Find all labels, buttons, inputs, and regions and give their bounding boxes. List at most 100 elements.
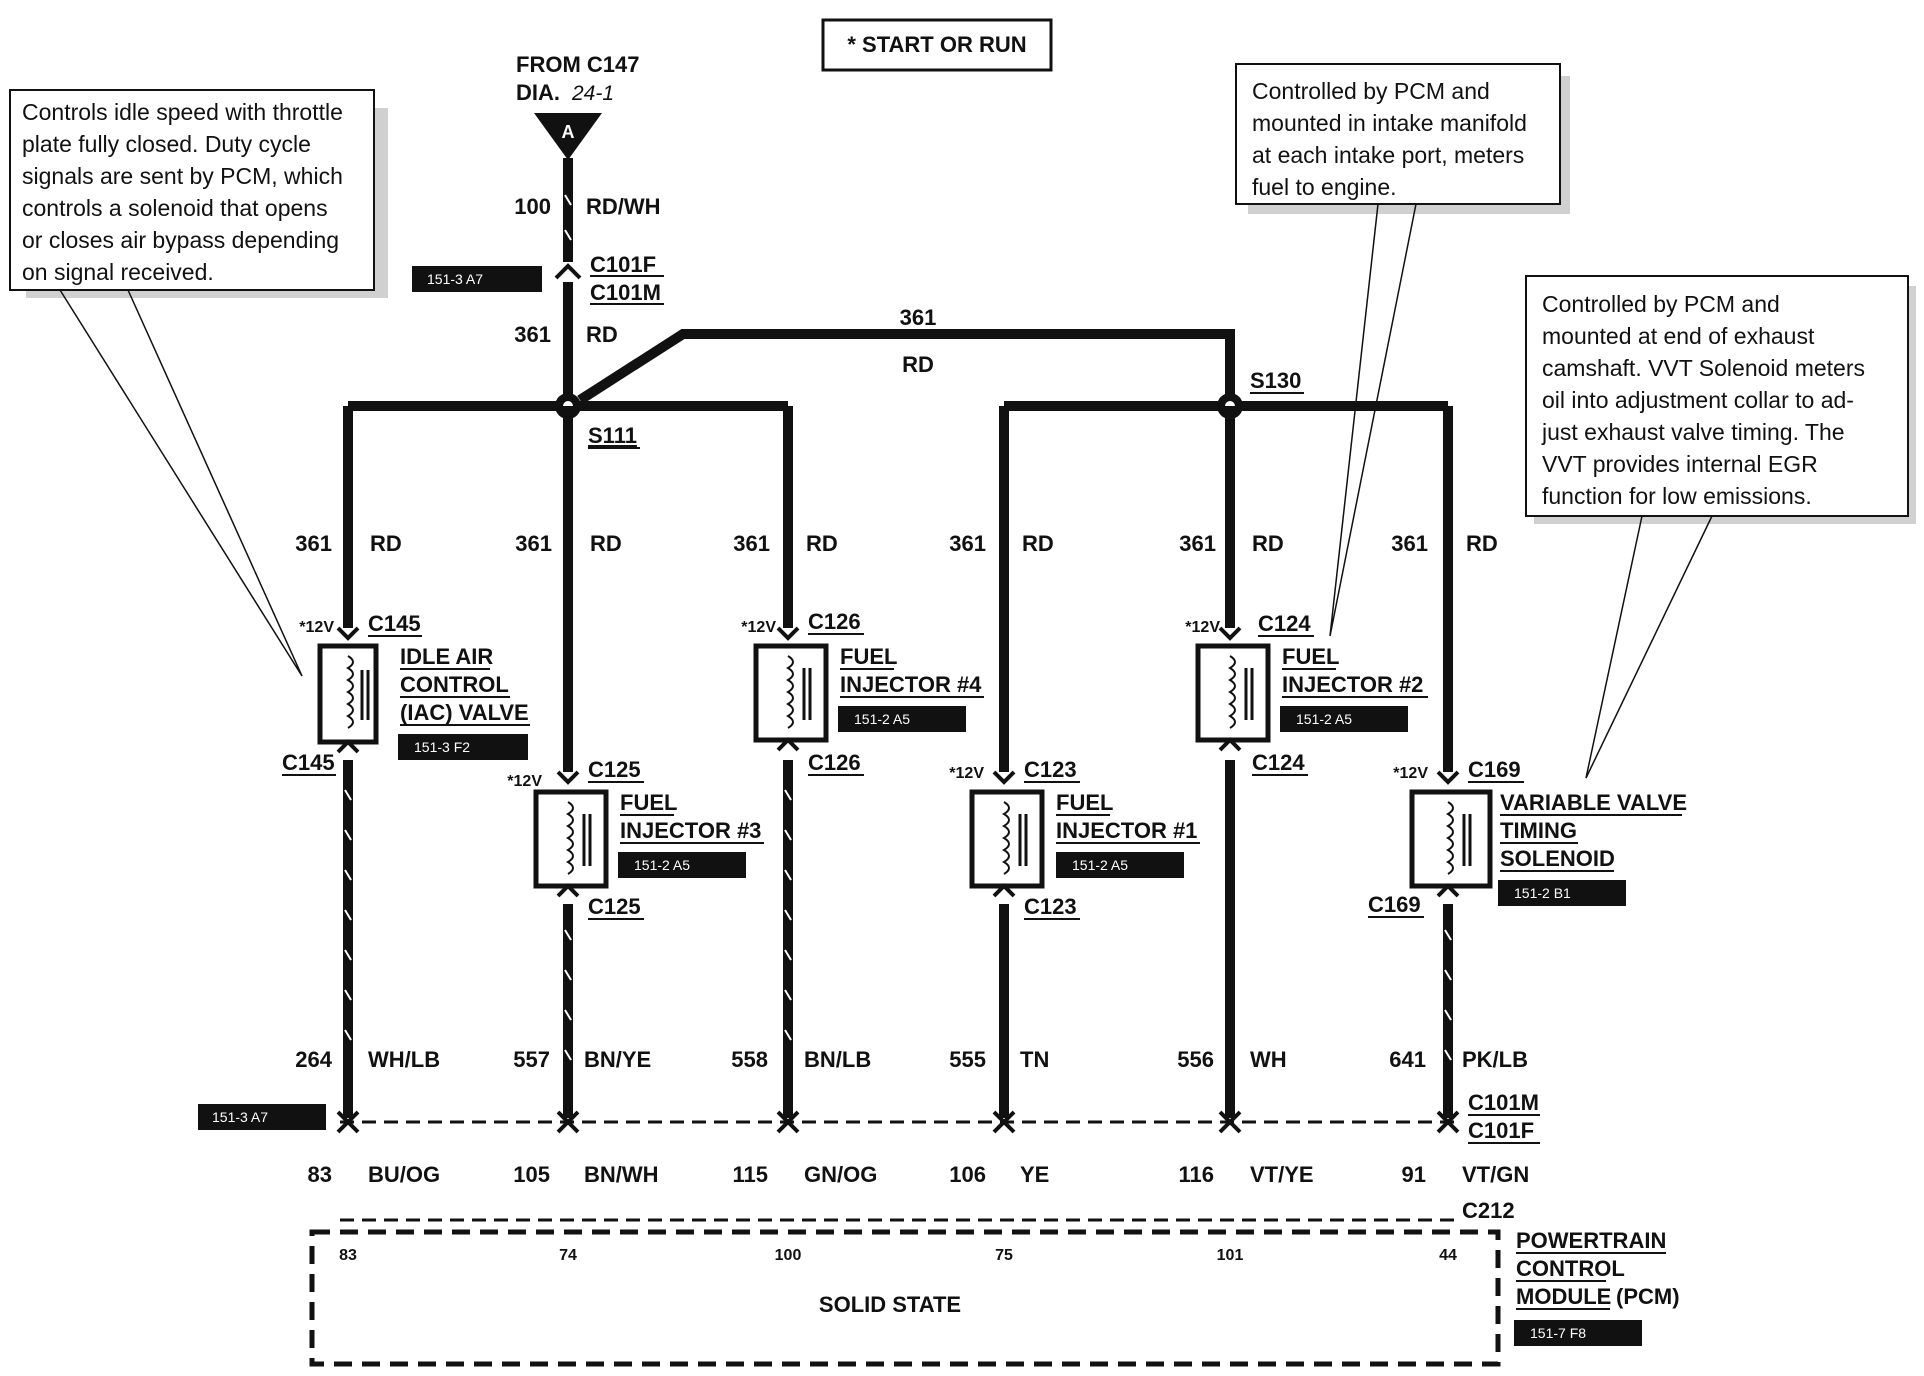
out-circuit: 558 [731, 1047, 768, 1072]
note-vvt-line7: function for low emissions. [1542, 483, 1812, 509]
connector-bottom: C169 [1368, 892, 1421, 917]
component-line1: FUEL [1282, 644, 1339, 669]
connector-top: C126 [808, 609, 861, 634]
out-color: WH [1250, 1047, 1287, 1072]
pcm-color: VT/YE [1250, 1162, 1314, 1187]
coil-icon [1002, 801, 1010, 875]
component-line3: SOLENOID [1500, 846, 1615, 871]
note-vvt-line6: VVT provides internal EGR [1542, 451, 1818, 477]
supply-color: RD [1466, 531, 1498, 556]
column-fuel-injector-2: 361 RD *12V C124 FUEL INJECTOR #2 151-2 … [1177, 531, 1428, 1264]
supply-color: RD [590, 531, 622, 556]
supply-color: RD [1252, 531, 1284, 556]
note-vvt-line5: just exhaust valve timing. The [1541, 419, 1845, 445]
pcm-module: SOLID STATE POWERTRAIN CONTROL MODULE (P… [309, 1228, 1680, 1367]
note-vvt-line3: camshaft. VVT Solenoid meters [1542, 355, 1865, 381]
supply-circuit: 361 [949, 531, 986, 556]
out-color: BN/LB [804, 1047, 871, 1072]
coil-icon [1446, 801, 1454, 875]
component-ref-box [618, 852, 746, 878]
component-line1: IDLE AIR [400, 644, 493, 669]
supply-circuit: 361 [295, 531, 332, 556]
note-iac-line6: on signal received. [22, 259, 214, 285]
component-ref: 151-2 A5 [634, 857, 690, 873]
c101-feed-connector: 151-3 A7 C101F C101M [412, 252, 664, 305]
dia-label: DIA. [516, 80, 560, 105]
component-line1: VARIABLE VALVE [1500, 790, 1687, 815]
out-circuit: 557 [513, 1047, 550, 1072]
connector-bottom: C125 [588, 894, 641, 919]
start-run-label: * START OR RUN [847, 32, 1026, 57]
crossover-color: RD [902, 352, 934, 377]
pcm-name-1: POWERTRAIN [1516, 1228, 1666, 1253]
column-fuel-injector-1: 361 RD *12V C123 FUEL INJECTOR #1 151-2 … [949, 531, 1200, 1264]
coil-icon [566, 801, 574, 875]
pcm-color: BN/WH [584, 1162, 659, 1187]
component-line1: FUEL [840, 644, 897, 669]
pcm-color: VT/GN [1462, 1162, 1529, 1187]
note-injector-line2: mounted in intake manifold [1252, 110, 1527, 136]
out-circuit: 556 [1177, 1047, 1214, 1072]
component-ref-box [1498, 880, 1626, 906]
voltage-label: *12V [299, 619, 334, 636]
note-iac: Controls idle speed with throttle plate … [9, 89, 388, 677]
supply-color: RD [370, 531, 402, 556]
note-iac-line1: Controls idle speed with throttle [22, 99, 343, 125]
connector-top: C145 [368, 611, 421, 636]
column-vvt-solenoid: 361 RD *12V C169 VARIABLE VALVE TIMING S… [1368, 531, 1687, 1264]
connector-top: C124 [1258, 611, 1311, 636]
source-arrow [534, 113, 602, 160]
pcm-connector-label: C212 [1462, 1198, 1515, 1223]
column-wires [343, 406, 1453, 1118]
component-ref-box [838, 706, 966, 732]
source-letter: A [562, 122, 575, 142]
connector-top: C125 [588, 757, 641, 782]
source-label: FROM C147 DIA. 24-1 A [516, 52, 639, 160]
note-injector-line4: fuel to engine. [1252, 174, 1397, 200]
component-ref: 151-2 A5 [1296, 711, 1352, 727]
coil-icon [346, 655, 354, 729]
out-color: WH/LB [368, 1047, 440, 1072]
note-vvt: Controlled by PCM and mounted at end of … [1525, 275, 1916, 779]
feed-circuit: 361 [514, 322, 551, 347]
out-color: TN [1020, 1047, 1049, 1072]
voltage-label: *12V [507, 773, 542, 790]
out-color: BN/YE [584, 1047, 651, 1072]
component-line2: INJECTOR #3 [620, 818, 761, 843]
pcm-circuit: 83 [308, 1162, 332, 1187]
pcm-circuit: 115 [733, 1162, 769, 1187]
pcm-pin: 100 [775, 1247, 802, 1264]
pcm-color: YE [1020, 1162, 1049, 1187]
inline-ref: 151-3 A7 [212, 1109, 268, 1125]
crossover-wire [577, 329, 1235, 408]
component-line2: CONTROL [400, 672, 509, 697]
note-vvt-line1: Controlled by PCM and [1542, 291, 1780, 317]
supply-circuit: 361 [1391, 531, 1428, 556]
coil-icon [1228, 655, 1236, 729]
pcm-pin: 75 [995, 1247, 1013, 1264]
pcm-body: SOLID STATE [819, 1292, 961, 1317]
component-ref-box [1056, 852, 1184, 878]
component-ref: 151-2 A5 [854, 711, 910, 727]
pcm-circuit: 116 [1179, 1162, 1215, 1187]
connector-bottom: C145 [282, 750, 335, 775]
component-ref-box [398, 734, 528, 760]
voltage-label: *12V [741, 619, 776, 636]
note-iac-line2: plate fully closed. Duty cycle [22, 131, 311, 157]
voltage-label: *12V [1185, 619, 1220, 636]
voltage-label: *12V [949, 765, 984, 782]
component-ref-box [1280, 706, 1408, 732]
note-injector-line1: Controlled by PCM and [1252, 78, 1490, 104]
splice-right-label: S130 [1250, 368, 1301, 393]
feed-connector-f: C101F [590, 252, 656, 277]
inline-connector-m: C101M [1468, 1090, 1539, 1115]
feed-color: RD [586, 322, 618, 347]
supply-circuit: 361 [1179, 531, 1216, 556]
connector-top: C169 [1468, 757, 1521, 782]
component-ref: 151-2 B1 [1514, 885, 1571, 901]
component-line3: (IAC) VALVE [400, 700, 529, 725]
pcm-color: GN/OG [804, 1162, 877, 1187]
component-ref: 151-2 A5 [1072, 857, 1128, 873]
coil-icon [786, 655, 794, 729]
